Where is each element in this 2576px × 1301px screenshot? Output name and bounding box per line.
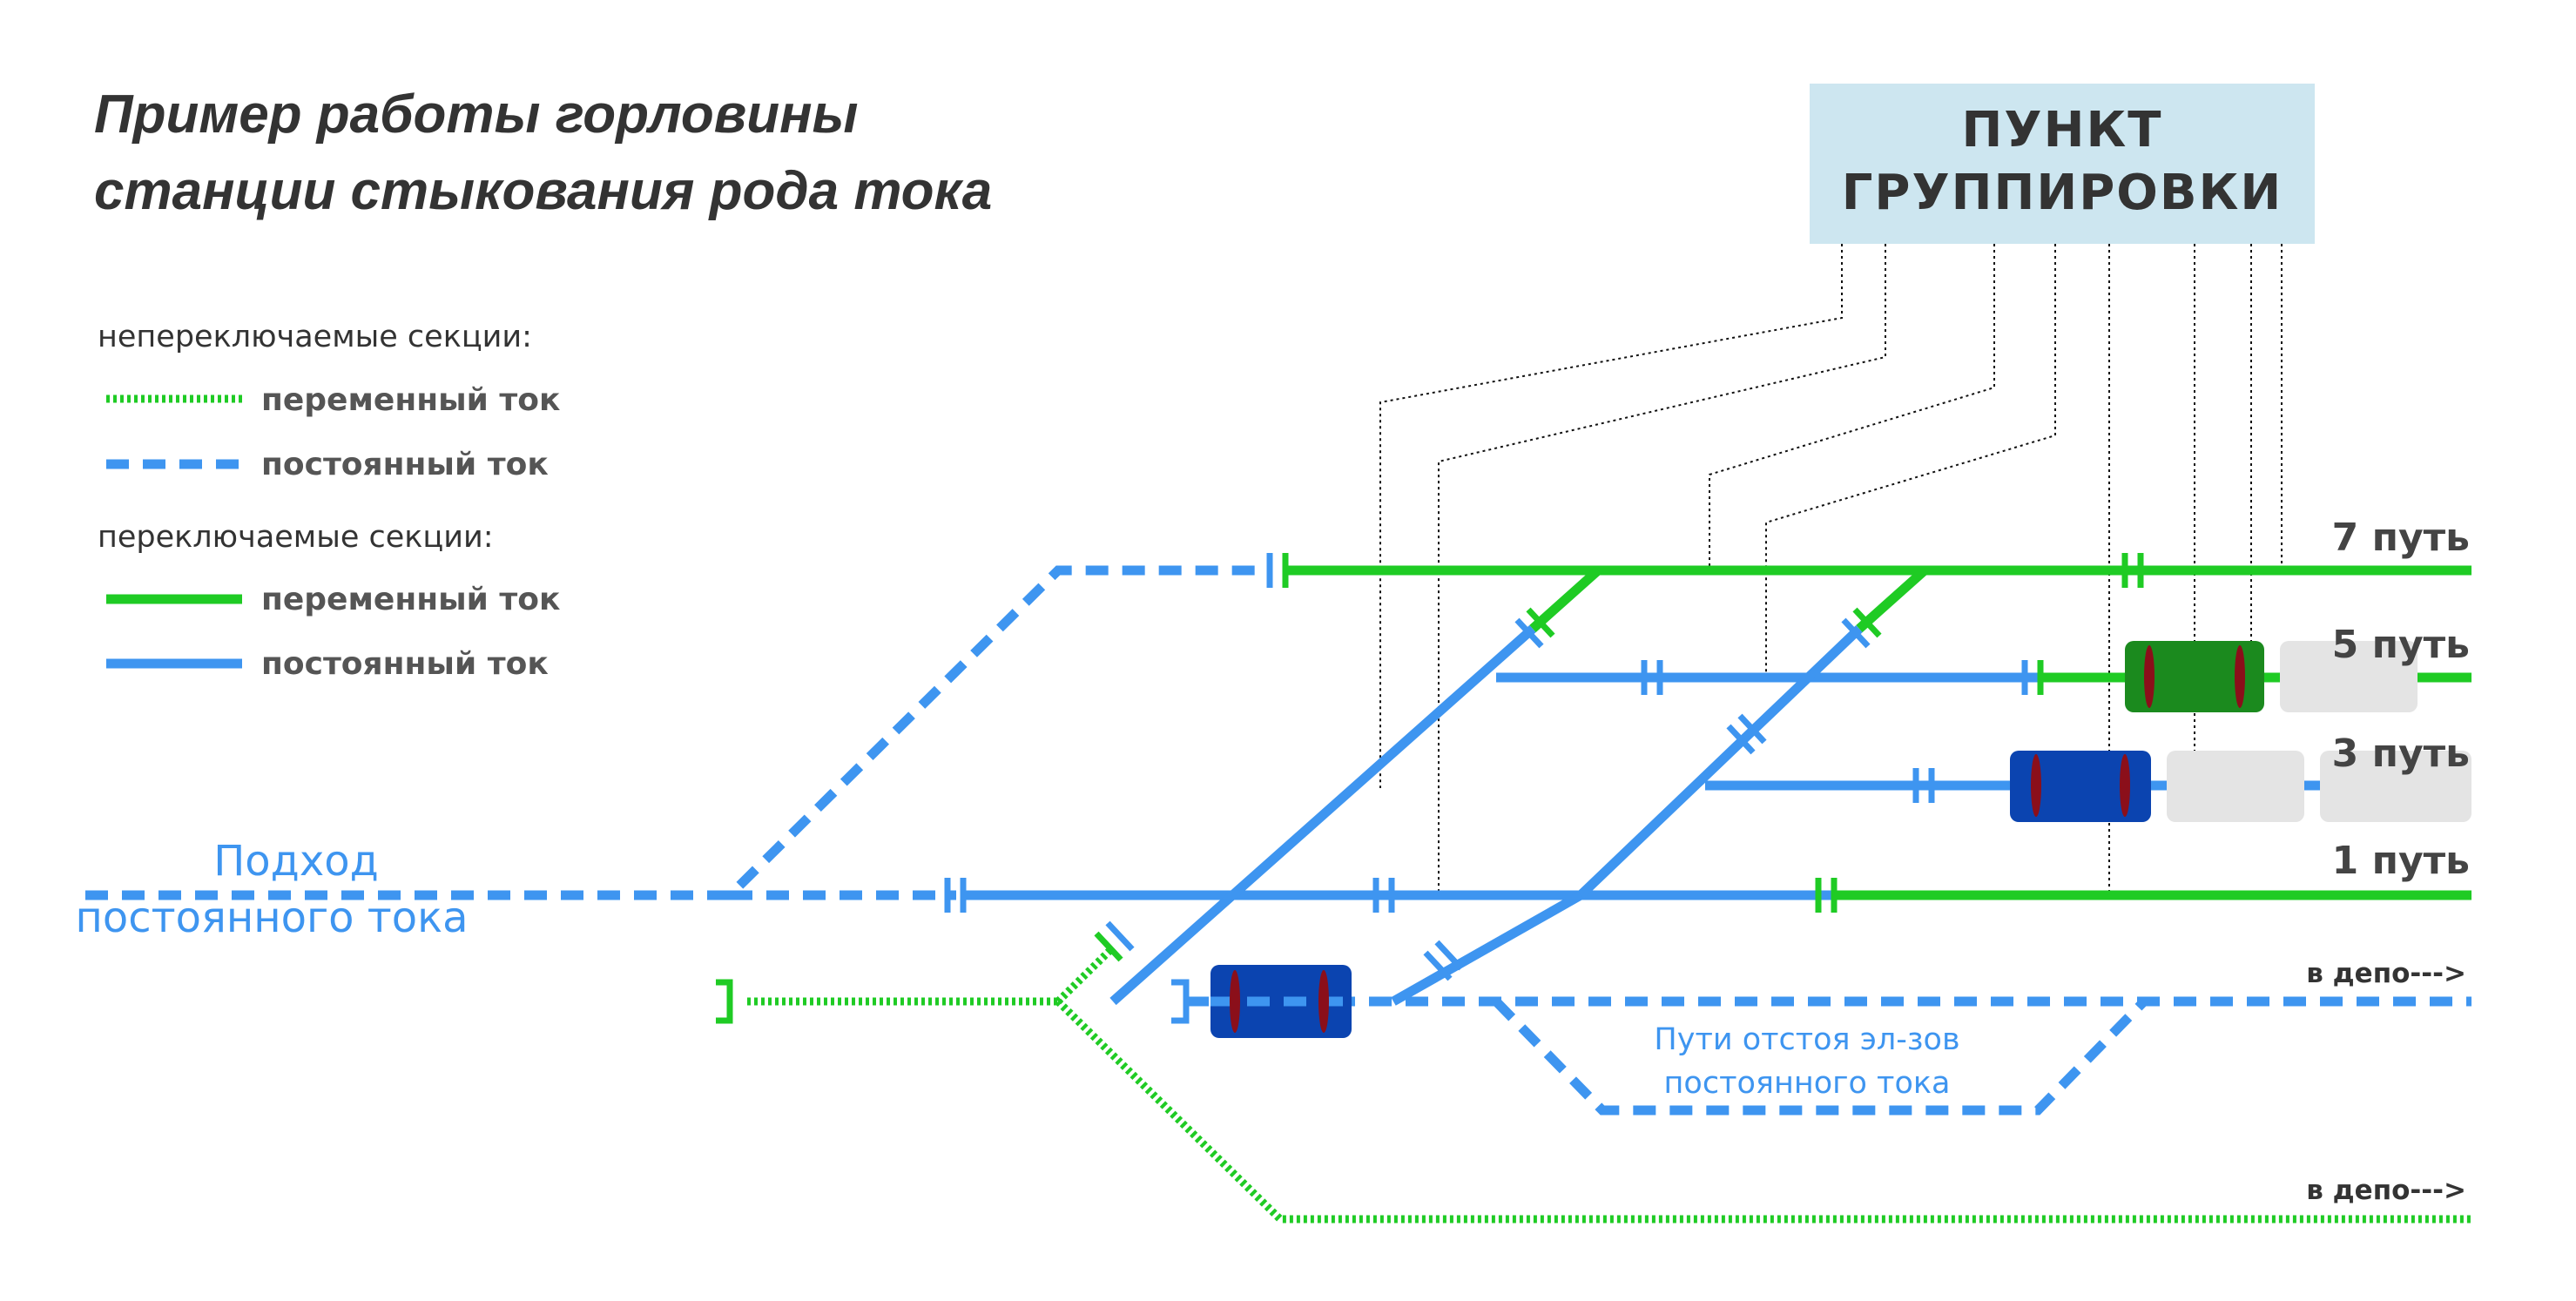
- approach-label-line2: постоянного тока: [75, 893, 468, 942]
- section-insulator-icon: [1912, 768, 1935, 803]
- legend-ac-fixed-label: переменный ток: [261, 382, 560, 418]
- section-insulator-icon: [2121, 553, 2144, 588]
- buffer-stop-icon: [716, 979, 733, 1024]
- ac-turnout-line: [1055, 944, 1116, 1005]
- pantograph-icon: [2144, 645, 2155, 708]
- approach-label-line1: Подход: [213, 837, 379, 886]
- track-7-turnout-right: [1856, 566, 1928, 633]
- section-insulator-icon: [2021, 660, 2044, 695]
- section-insulator-icon: [944, 878, 967, 913]
- track-3-label: 3 путь: [2332, 731, 2470, 776]
- dc-approach-line: [85, 565, 1271, 900]
- train-dc-depot: [1210, 965, 1352, 1038]
- section-insulators: [944, 553, 2144, 981]
- grouping-point-line2: ГРУППИРОВКИ: [1842, 165, 2283, 221]
- legend-nonswitchable-heading: непереключаемые секции:: [98, 320, 532, 354]
- diagram-title-line2: станции стыкования рода тока: [94, 161, 992, 221]
- idle-wagon: [2320, 751, 2471, 822]
- control-wire: [1438, 244, 1886, 895]
- dc-storage-siding: [1493, 998, 2148, 1116]
- train-body: [2125, 641, 2264, 712]
- dc-approach-track: [85, 565, 1271, 900]
- track-7-label: 7 путь: [2332, 516, 2470, 560]
- pantograph-icon: [1318, 970, 1329, 1033]
- section-insulator-icon: [1641, 660, 1663, 695]
- crossover-lower: [1391, 891, 1583, 1006]
- grouping-point-line1: ПУНКТ: [1962, 102, 2163, 158]
- ac-switchable-tracks: [1287, 565, 2471, 900]
- legend-switchable-heading: переключаемые секции:: [98, 520, 494, 555]
- section-insulator-icon: [1841, 607, 1882, 649]
- track-5-label: 5 путь: [2332, 623, 2470, 667]
- crossover-right: [1577, 625, 1863, 899]
- section-insulator-icon: [1815, 878, 1838, 913]
- pantograph-icon: [2031, 754, 2041, 817]
- section-insulator-icon: [1726, 713, 1767, 755]
- idle-wagon: [2280, 641, 2418, 712]
- train-dc-track3: [2010, 751, 2151, 822]
- track-1-label: 1 путь: [2332, 839, 2470, 883]
- train-body: [2010, 751, 2151, 822]
- diagram-title-line1: Пример работы горловины: [94, 84, 859, 145]
- train-body: [1210, 965, 1352, 1038]
- storage-yard-label-line1: Пути отстоя эл-зов: [1654, 1022, 1959, 1057]
- track-7-turnout-left: [1529, 566, 1602, 633]
- section-insulator-icon: [1514, 607, 1555, 649]
- control-wire: [1765, 244, 2056, 677]
- legend: непереключаемые секции: переменный ток п…: [98, 320, 560, 682]
- idle-wagon: [2167, 751, 2304, 822]
- control-wire: [1709, 244, 1995, 570]
- section-insulator-icon: [1094, 920, 1135, 962]
- control-wire: [1379, 244, 1843, 788]
- legend-dc-fixed-label: постоянный ток: [261, 447, 549, 482]
- pantograph-icon: [2235, 645, 2245, 708]
- section-insulator-icon: [1372, 878, 1395, 913]
- crossover-left: [1109, 624, 1536, 1006]
- depot-label-lower: в депо--->: [2306, 1175, 2466, 1206]
- section-insulator-icon: [1423, 940, 1464, 981]
- ac-depot-tracks: [747, 944, 2471, 1223]
- grouping-point-box: ПУНКТ ГРУППИРОВКИ: [1810, 84, 2315, 244]
- buffer-stop-icon: [1171, 979, 1190, 1024]
- legend-ac-switchable-label: переменный ток: [261, 582, 560, 617]
- storage-yard-label-line2: постоянного тока: [1664, 1066, 1951, 1101]
- legend-dc-switchable-label: постоянный ток: [261, 646, 549, 682]
- depot-label-upper: в депо--->: [2306, 958, 2466, 989]
- pantograph-icon: [2120, 754, 2130, 817]
- train-ac-track5: [2125, 641, 2264, 712]
- pantograph-icon: [1230, 970, 1240, 1033]
- dc-depot-tracks: [1186, 996, 2471, 1116]
- grouping-point-background: [1810, 84, 2315, 244]
- section-insulator-icon: [1266, 553, 1289, 588]
